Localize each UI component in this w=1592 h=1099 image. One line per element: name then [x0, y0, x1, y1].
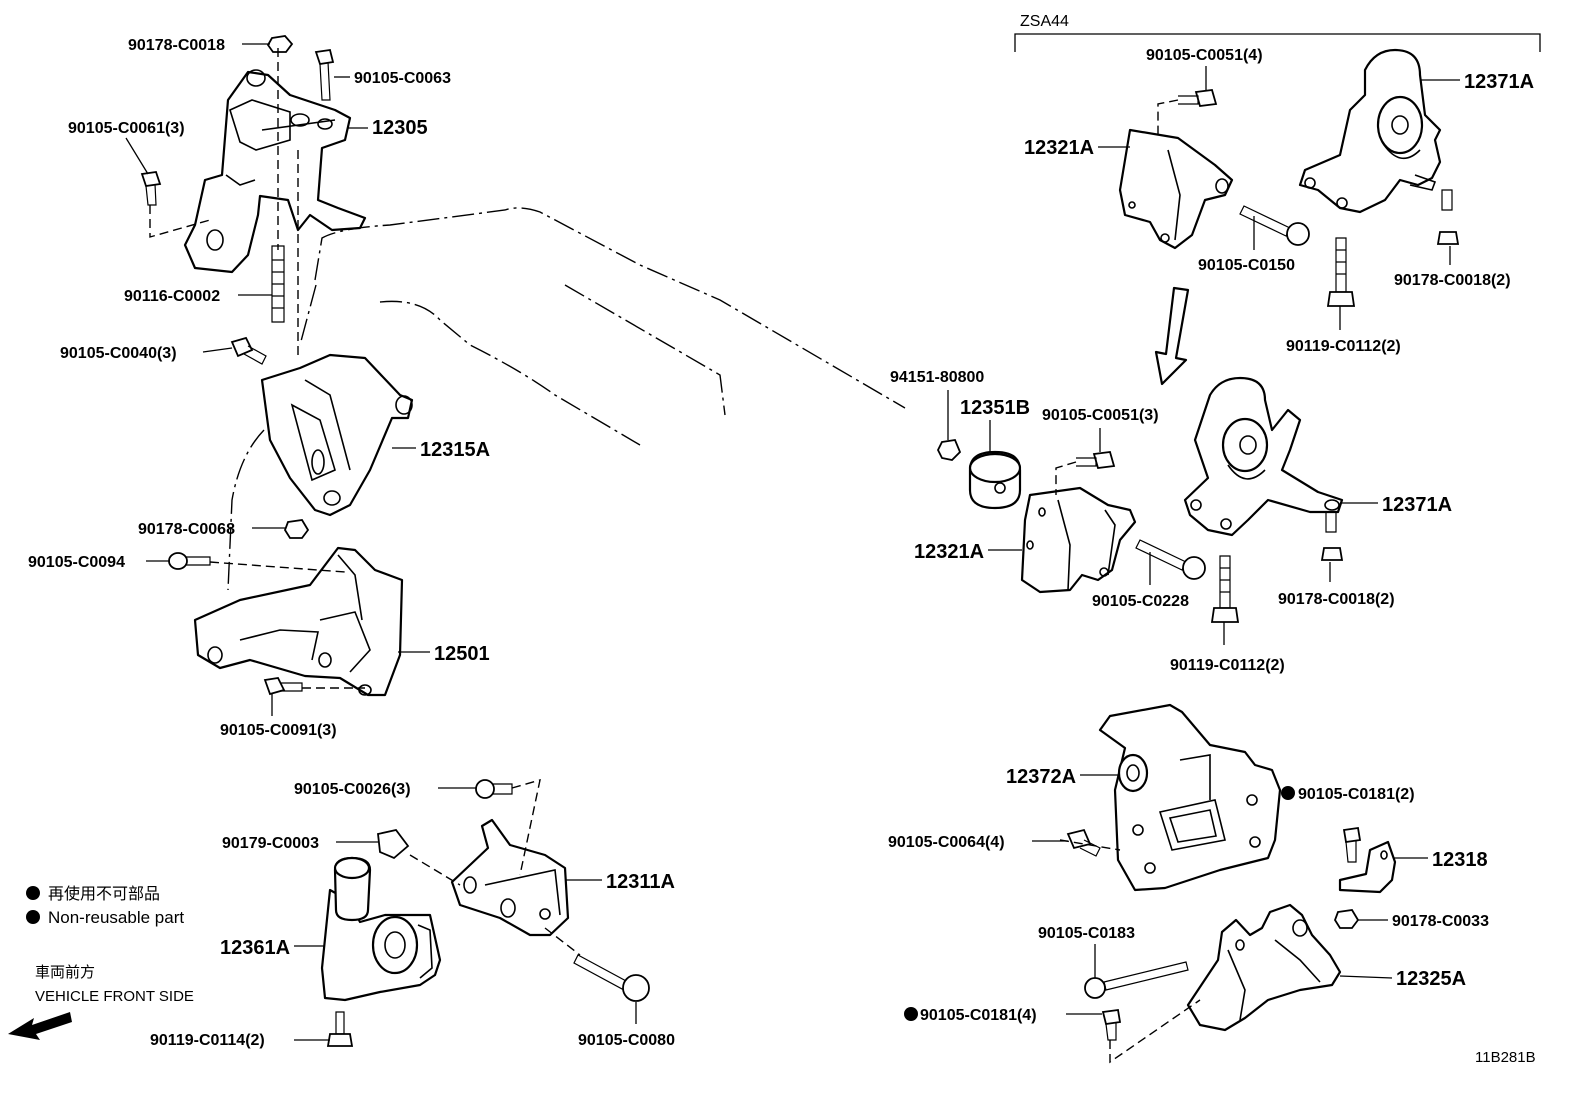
zsa44-bracket-line — [1014, 33, 1541, 52]
part-12372A-mount — [1098, 703, 1282, 892]
part-12501-bracket — [193, 546, 404, 697]
non-reusable-dot-icon — [26, 910, 40, 924]
part-labels: 90178-C0018 90105-C0063 12305 90105-C006… — [28, 13, 1534, 1049]
bolt-90105-C0181-a — [1342, 826, 1362, 863]
fastener-90105-C0091 — [263, 677, 303, 696]
legend-japanese: 再使用不可部品 — [48, 884, 160, 903]
label-94151-80800: 94151-80800 — [890, 369, 984, 386]
label-90119-C0114: 90119-C0114(2) — [150, 1032, 265, 1049]
label-90105-C0094: 90105-C0094 — [28, 554, 125, 571]
fastener-90178-C0018-top — [266, 35, 294, 53]
label-12315A: 12315A — [420, 439, 490, 461]
stud-90119-C0112-r1 — [1326, 237, 1356, 307]
stud-90119-C0112-r2 — [1210, 555, 1240, 623]
fastener-90105-C0063 — [314, 48, 335, 101]
engine-outline — [227, 207, 906, 591]
part-12311A-bracket — [450, 818, 570, 937]
part-12321A-top-bracket — [1118, 128, 1234, 250]
label-90105-C0026: 90105-C0026(3) — [294, 781, 411, 798]
label-12318: 12318 — [1432, 849, 1488, 871]
front-side-english: VEHICLE FRONT SIDE — [35, 988, 194, 1005]
bolt-90105-C0150 — [1239, 205, 1310, 246]
label-90105-C0181-a: 90105-C0181(2) — [1298, 786, 1415, 803]
fastener-90179-C0003 — [377, 828, 410, 860]
label-90119-C0112-r1: 90119-C0112(2) — [1286, 338, 1401, 355]
label-12372A: 12372A — [1006, 766, 1076, 788]
fastener-90178-C0068 — [284, 519, 310, 539]
label-90105-C0061: 90105-C0061(3) — [68, 120, 185, 137]
fastener-90178-C0018-r2 — [1320, 511, 1344, 561]
label-zsa44: ZSA44 — [1020, 13, 1069, 30]
part-12371A-mid-mount — [1183, 376, 1344, 537]
label-90105-C0183: 90105-C0183 — [1038, 925, 1135, 942]
label-12501: 12501 — [434, 643, 490, 665]
bolt-90105-C0228 — [1135, 539, 1206, 580]
label-90105-C0091: 90105-C0091(3) — [220, 722, 337, 739]
label-90179-C0003: 90179-C0003 — [222, 835, 319, 852]
fastener-90105-C0094 — [168, 552, 211, 570]
label-90105-C0063: 90105-C0063 — [354, 70, 451, 87]
label-90105-C0051-mid: 90105-C0051(3) — [1042, 407, 1159, 424]
part-12305-bracket — [183, 69, 367, 274]
part-12351B-bushing — [968, 450, 1022, 510]
label-90105-C0150: 90105-C0150 — [1198, 257, 1295, 274]
label-12361A: 12361A — [220, 937, 290, 959]
label-12321A-top: 12321A — [1024, 137, 1094, 159]
label-90105-C0181-b: 90105-C0181(4) — [920, 1007, 1037, 1024]
bolt-90105-C0181-b — [1101, 1008, 1122, 1041]
label-90178-C0018-top: 90178-C0018 — [128, 37, 225, 54]
label-90178-C0068: 90178-C0068 — [138, 521, 235, 538]
non-reusable-dot-icon — [904, 1007, 918, 1021]
label-90105-C0228: 90105-C0228 — [1092, 593, 1189, 610]
part-12325A-bracket — [1186, 903, 1342, 1032]
label-90105-C0064: 90105-C0064(4) — [888, 834, 1005, 851]
label-12305: 12305 — [372, 117, 428, 139]
label-12371A-top: 12371A — [1464, 71, 1534, 93]
fastener-90105-C0026 — [475, 779, 513, 799]
label-90116-C0002: 90116-C0002 — [124, 288, 220, 305]
part-12321A-mid-bracket — [1020, 486, 1137, 594]
fastener-90119-C0114 — [326, 1011, 354, 1047]
label-90178-C0033: 90178-C0033 — [1392, 913, 1489, 930]
fastener-90105-C0051-top — [1178, 89, 1218, 107]
part-12318-bracket — [1338, 840, 1397, 894]
bolt-90105-C0183 — [1084, 961, 1189, 999]
part-12361A-mount — [320, 856, 442, 1002]
fastener-90105-C0061 — [140, 171, 162, 206]
label-90178-C0018-r1: 90178-C0018(2) — [1394, 272, 1511, 289]
non-reusable-dot-icon — [1281, 786, 1295, 800]
diagram-id: 11B281B — [1475, 1049, 1536, 1066]
front-side-japanese: 車両前方 — [35, 963, 95, 981]
label-12321A-mid: 12321A — [914, 541, 984, 563]
label-12351B: 12351B — [960, 397, 1030, 419]
label-90105-C0080: 90105-C0080 — [578, 1032, 675, 1049]
label-12325A: 12325A — [1396, 968, 1466, 990]
bolt-90105-C0080 — [573, 954, 650, 1002]
arrow-down-icon — [1154, 286, 1190, 386]
label-90105-C0051-top: 90105-C0051(4) — [1146, 47, 1263, 64]
label-12311A: 12311A — [606, 871, 675, 893]
part-12371A-top-mount — [1298, 48, 1442, 214]
vehicle-front-arrow-icon — [8, 1012, 72, 1040]
bolt-90105-C0064 — [1066, 828, 1101, 857]
label-90105-C0040: 90105-C0040(3) — [60, 345, 177, 362]
fastener-90105-C0040 — [230, 336, 267, 365]
leader-lines — [125, 43, 1460, 1041]
nut-94151-80800 — [936, 439, 962, 461]
label-12371A-mid: 12371A — [1382, 494, 1452, 516]
fastener-90105-C0051-mid — [1076, 451, 1116, 469]
part-12315A-bracket — [260, 353, 414, 517]
label-90119-C0112-r2: 90119-C0112(2) — [1170, 657, 1285, 674]
stud-90116-C0002 — [271, 245, 285, 323]
fastener-90178-C0018-r1 — [1436, 189, 1460, 245]
non-reusable-dot-icon — [26, 886, 40, 900]
label-90178-C0018-r2: 90178-C0018(2) — [1278, 591, 1395, 608]
nut-90178-C0033 — [1334, 909, 1360, 929]
legend: 再使用不可部品 Non-reusable part 車両前方 VEHICLE F… — [8, 884, 1536, 1066]
legend-english: Non-reusable part — [48, 908, 184, 927]
